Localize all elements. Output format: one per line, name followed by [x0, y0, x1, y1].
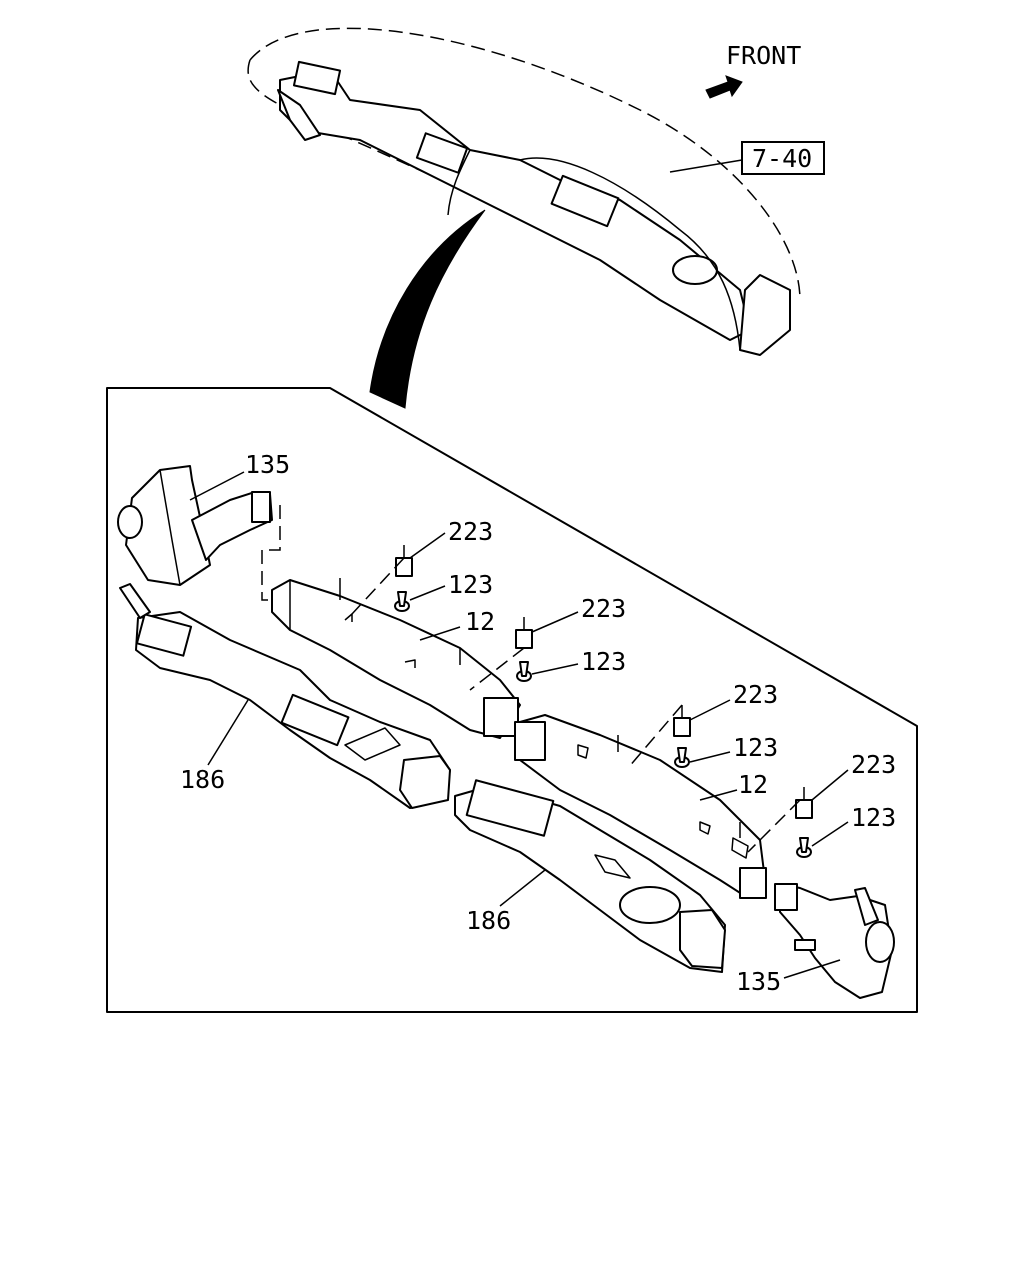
part-186-left [119, 583, 451, 809]
callout-135-lower: 135 [736, 967, 781, 996]
part-12-lower [514, 714, 767, 899]
callout-123-a: 123 [448, 570, 493, 599]
parts-group [117, 465, 895, 999]
screw-123-a [394, 591, 410, 612]
callout-223-d: 223 [851, 750, 896, 779]
screw-123-d [796, 837, 812, 858]
reference-label: 7-40 [752, 144, 812, 173]
detail-frame [106, 387, 918, 1013]
part-186-right [454, 779, 726, 973]
reference-box: 7-40 [669, 141, 825, 175]
front-label: FRONT [726, 41, 801, 70]
callout-186-left: 186 [180, 765, 225, 794]
callout-186-right: 186 [466, 906, 511, 935]
callout-123-d: 123 [851, 803, 896, 832]
dashboard-overview [247, 27, 801, 356]
part-12-upper [271, 579, 521, 739]
clip-223-b [515, 629, 533, 649]
clip-223-d [795, 799, 813, 819]
part-135-right [774, 883, 895, 999]
detail-pointer [369, 209, 486, 409]
screw-123-b [516, 661, 532, 682]
callout-223-b: 223 [581, 594, 626, 623]
clip-223-a [395, 557, 413, 577]
part-135-left [117, 465, 273, 586]
callout-123-c: 123 [733, 733, 778, 762]
callout-123-b: 123 [581, 647, 626, 676]
leader-lines [189, 471, 849, 979]
callout-12-upper: 12 [465, 607, 495, 636]
callout-labels: 135 223 123 12 223 123 186 223 123 12 22… [180, 450, 896, 996]
callout-135-upper: 135 [245, 450, 290, 479]
clip-223-c [673, 717, 691, 737]
front-arrow: FRONT [705, 41, 801, 99]
callout-223-a: 223 [448, 517, 493, 546]
screw-123-c [674, 747, 690, 768]
callout-12-lower: 12 [738, 770, 768, 799]
callout-223-c: 223 [733, 680, 778, 709]
